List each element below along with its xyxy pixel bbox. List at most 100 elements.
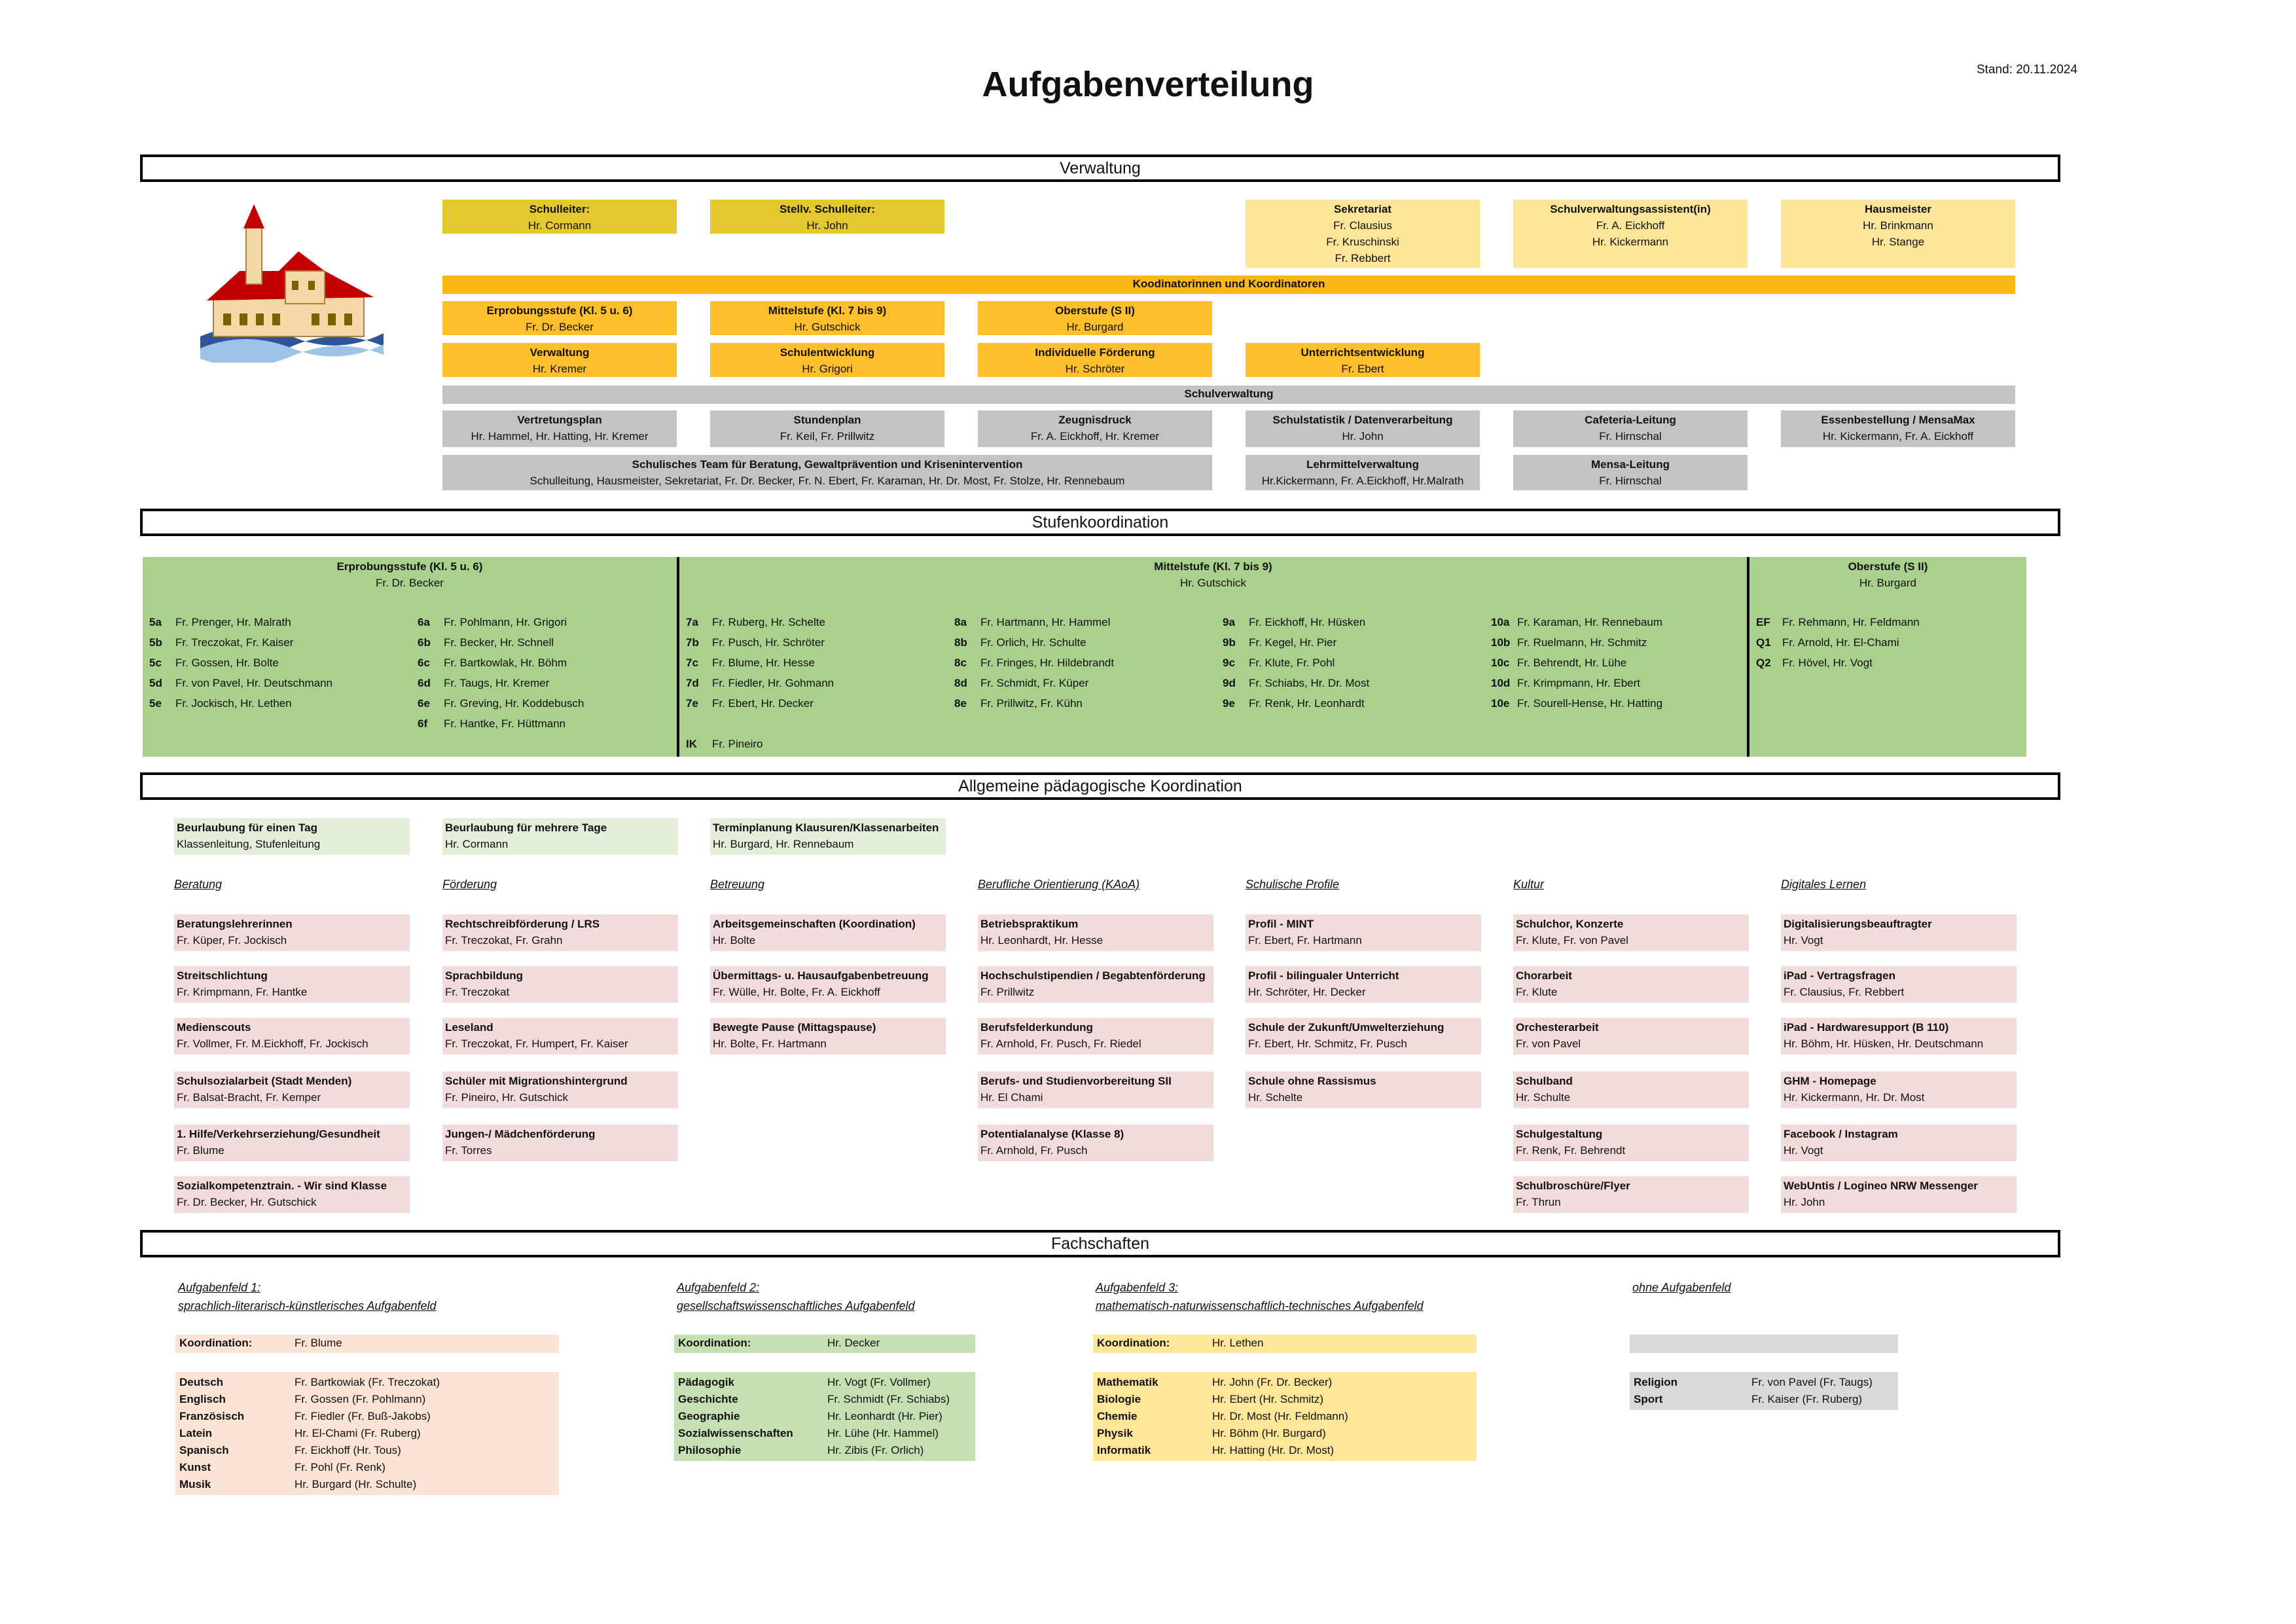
- fach-koordination: Koordination:Hr. Decker: [674, 1335, 975, 1353]
- fach-subject: Informatik: [1097, 1444, 1151, 1456]
- fach-subtitle: mathematisch-naturwissenschaftlich-techn…: [1096, 1299, 1424, 1312]
- category-item: Arbeitsgemeinschaften (Koordination)Hr. …: [710, 914, 946, 951]
- fach-subject: Musik: [179, 1478, 211, 1490]
- category-item-persons: Fr. von Pavel: [1516, 1038, 1581, 1050]
- category-item-title: Facebook / Instagram: [1784, 1128, 1898, 1140]
- category-item-title: Betriebspraktikum: [980, 918, 1079, 930]
- fach-subject: Sport: [1634, 1393, 1663, 1405]
- class-label: 5d: [149, 677, 162, 689]
- fach-subject-row: Pädagogik Hr. Vogt (Fr. Vollmer): [674, 1374, 975, 1391]
- fach-subject: Philosophie: [678, 1444, 742, 1456]
- class-teachers: Fr. Becker, Hr. Schnell: [444, 636, 554, 649]
- category-item-persons: Hr. Schelte: [1248, 1091, 1303, 1104]
- category-item: Potentialanalyse (Klasse 8)Fr. Arnhold, …: [978, 1125, 1213, 1161]
- class-teachers: Fr. Klute, Fr. Pohl: [1249, 657, 1335, 669]
- category-item-persons: Fr. Dr. Becker, Hr. Gutschick: [177, 1196, 317, 1208]
- class-teachers: Fr. Rehmann, Hr. Feldmann: [1782, 616, 1920, 628]
- category-item: Schulsozialarbeit (Stadt Menden)Fr. Bals…: [174, 1072, 410, 1108]
- class-label: 9c: [1223, 657, 1235, 669]
- category-item-persons: Hr. Böhm, Hr. Hüsken, Hr. Deutschmann: [1784, 1038, 1984, 1050]
- fach-subtitle: sprachlich-literarisch-künstlerisches Au…: [178, 1299, 437, 1312]
- class-label: 9d: [1223, 677, 1236, 689]
- category-item-persons: Fr. Blume: [177, 1144, 224, 1157]
- category-item-title: Sozialkompetenztrain. - Wir sind Klasse: [177, 1180, 387, 1192]
- page-title: Aufgabenverteilung: [982, 65, 1314, 104]
- class-teachers: Fr. Schiabs, Hr. Dr. Most: [1249, 677, 1370, 689]
- fach-title: ohne Aufgabenfeld: [1632, 1281, 1731, 1294]
- fach-teacher: Hr. Ebert (Hr. Schmitz): [1212, 1393, 1324, 1405]
- section-allgemeine-koordination: Allgemeine pädagogische Koordination: [140, 772, 2060, 800]
- category-item-persons: Fr. Prillwitz: [980, 986, 1035, 998]
- class-teachers: Fr. Taugs, Hr. Kremer: [444, 677, 550, 689]
- section-fachschaften: Fachschaften: [140, 1230, 2060, 1257]
- category-item: iPad - Hardwaresupport (B 110) Hr. Böhm, …: [1781, 1018, 2017, 1055]
- fach-subject: Chemie: [1097, 1410, 1138, 1422]
- category-title: Betreuung: [710, 878, 765, 891]
- fach-teacher: Fr. Gossen (Fr. Pohlmann): [295, 1393, 426, 1405]
- koord-mittelstufe: Mittelstufe (Kl. 7 bis 9)Hr. Gutschick: [710, 301, 944, 335]
- class-label: 6b: [418, 636, 431, 649]
- category-item-title: Berufsfelderkundung: [980, 1021, 1093, 1034]
- category-item-persons: Hr. Bolte: [713, 934, 756, 947]
- stufen-divider-1: [677, 557, 679, 757]
- class-row: 6b Fr. Becker, Hr. Schnell: [418, 632, 679, 653]
- fach-subject: Spanisch: [179, 1444, 229, 1456]
- verw-schulisches-team: Schulisches Team für Beratung, Gewaltprä…: [442, 455, 1212, 490]
- class-teachers: Fr. Gossen, Hr. Bolte: [175, 657, 279, 669]
- fach-title: Aufgabenfeld 2:: [677, 1281, 760, 1294]
- category-item-persons: Fr. Renk, Fr. Behrendt: [1516, 1144, 1626, 1157]
- fach-teacher: Hr. John (Fr. Dr. Becker): [1212, 1376, 1333, 1388]
- class-teachers: Fr. Jockisch, Hr. Lethen: [175, 697, 292, 710]
- fach-teacher: Hr. Vogt (Fr. Vollmer): [827, 1376, 931, 1388]
- class-teachers: Fr. Prenger, Hr. Malrath: [175, 616, 291, 628]
- fach-teacher: Hr. Lühe (Hr. Hammel): [827, 1427, 939, 1439]
- class-label: IK: [686, 738, 697, 750]
- stand-date: Stand: 20.11.2024: [1977, 63, 2077, 77]
- category-item-title: Schüler mit Migrationshintergrund: [445, 1075, 628, 1087]
- category-item-persons: Fr. Torres: [445, 1144, 492, 1157]
- category-title: Förderung: [442, 878, 497, 891]
- class-label: EF: [1756, 616, 1770, 628]
- class-teachers: Fr. Greving, Hr. Koddebusch: [444, 697, 584, 710]
- category-item-title: iPad - Hardwaresupport (B 110): [1784, 1021, 1949, 1034]
- fach-subject: Französisch: [179, 1410, 245, 1422]
- category-item-persons: Fr. Klute: [1516, 986, 1558, 998]
- class-label: 6e: [418, 697, 430, 710]
- fach-teacher: Fr. Pohl (Fr. Renk): [295, 1461, 386, 1473]
- class-teachers: Fr. Orlich, Hr. Schulte: [980, 636, 1086, 649]
- fach-subject: Pädagogik: [678, 1376, 734, 1388]
- category-item-title: 1. Hilfe/Verkehrserziehung/Gesundheit: [177, 1128, 380, 1140]
- school-logo: [200, 204, 384, 363]
- class-label: 5c: [149, 657, 162, 669]
- category-title: Digitales Lernen: [1781, 878, 1867, 891]
- category-item-title: Medienscouts: [177, 1021, 251, 1034]
- fach-koordination: Koordination:Hr. Lethen: [1093, 1335, 1477, 1353]
- fach-teacher: Fr. Kaiser (Fr. Ruberg): [1751, 1393, 1863, 1405]
- fach-koordination-label: Koordination:: [179, 1337, 253, 1349]
